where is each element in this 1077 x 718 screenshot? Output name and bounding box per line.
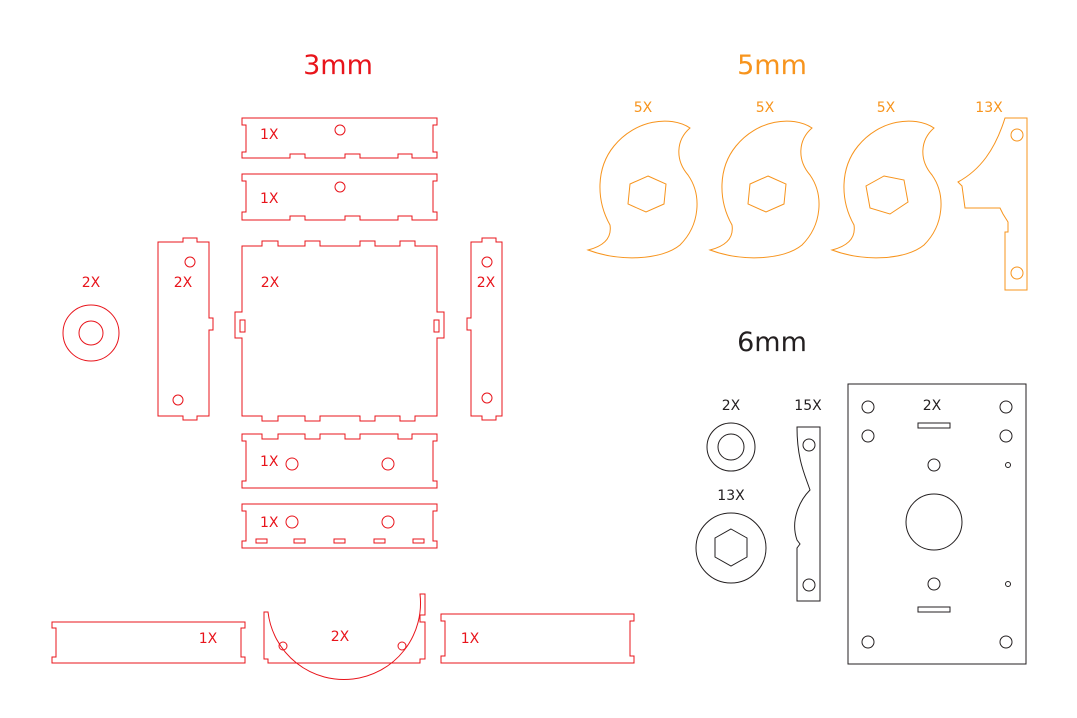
- base-plate-qty-label: 2X: [923, 398, 942, 414]
- group-3mm: 2X 1X 1X 2X 2X: [51, 117, 635, 681]
- cradle-qty-label: 2X: [331, 629, 350, 645]
- heading-3mm: 3mm: [303, 50, 373, 81]
- arm-5mm: 13X: [957, 100, 1028, 291]
- long-left-qty-label: 1X: [199, 631, 218, 647]
- hook-2-qty-label: 5X: [756, 100, 775, 116]
- side-right-qty-label: 2X: [477, 275, 496, 291]
- heading-6mm: 6mm: [737, 327, 807, 358]
- long-right-qty-label: 1X: [461, 631, 480, 647]
- group-6mm: 2X 13X 15X 2X: [695, 383, 1027, 665]
- hex-washer-6mm: 13X: [695, 488, 767, 584]
- washer-3mm: 2X: [62, 275, 120, 362]
- side-strip-left: 2X: [157, 237, 214, 421]
- hook-disc-3: 5X: [830, 100, 942, 259]
- arm-6mm: 15X: [794, 398, 822, 602]
- spacer-qty-label: 2X: [722, 398, 741, 414]
- hook-3-qty-label: 5X: [877, 100, 896, 116]
- top-plate-1-qty-label: 1X: [260, 127, 279, 143]
- hook-disc-1: 5X: [586, 100, 698, 259]
- bottom-plate-2: 1X: [241, 503, 438, 549]
- front-panel: 2X: [234, 240, 445, 422]
- base-plate-6mm: 2X: [847, 383, 1027, 665]
- long-strip-left: 1X: [51, 621, 246, 664]
- side-left-qty-label: 2X: [174, 275, 193, 291]
- top-plate-2-qty-label: 1X: [260, 191, 279, 207]
- bottom-plate-1: 1X: [241, 433, 438, 489]
- bottom-plate-2-qty-label: 1X: [260, 515, 279, 531]
- bottom-plate-1-qty-label: 1X: [260, 454, 279, 470]
- long-strip-right: 1X: [440, 613, 635, 664]
- arm-6mm-qty-label: 15X: [794, 398, 822, 414]
- hook-1-qty-label: 5X: [634, 100, 653, 116]
- heading-5mm: 5mm: [737, 50, 807, 81]
- spacer-6mm: 2X: [706, 398, 756, 472]
- hex-washer-qty-label: 13X: [717, 488, 745, 504]
- arm-5mm-qty-label: 13X: [975, 100, 1003, 116]
- front-panel-qty-label: 2X: [261, 275, 280, 291]
- hook-disc-2: 5X: [708, 100, 820, 259]
- cradle-piece: 2X: [263, 593, 426, 681]
- washer-qty-label: 2X: [82, 275, 101, 291]
- side-strip-right: 2X: [466, 237, 503, 421]
- top-plate-2: 1X: [241, 173, 438, 221]
- group-5mm: 5X 5X 5X 13X: [586, 100, 1028, 291]
- top-plate-1: 1X: [241, 117, 438, 159]
